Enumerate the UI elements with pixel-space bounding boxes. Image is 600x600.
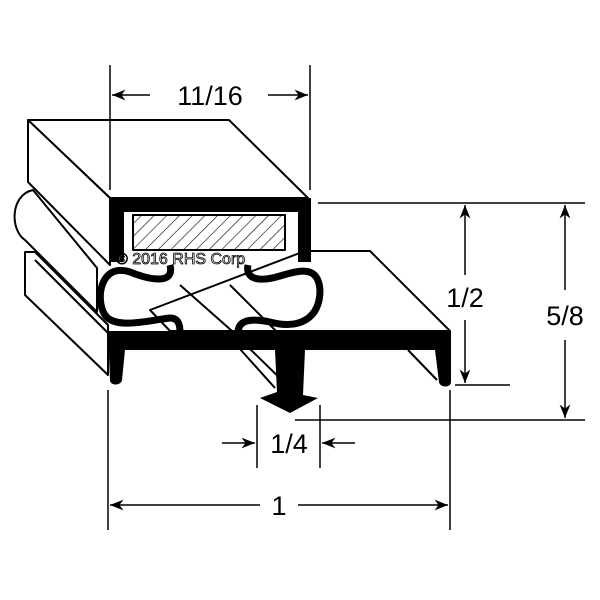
lower-left-block bbox=[24, 251, 109, 376]
left-bulb bbox=[13, 189, 98, 313]
gasket-drawing: © 2016 RHS Corp bbox=[13, 119, 451, 413]
dimension-lines bbox=[107, 65, 585, 530]
magnet-housing-side-face bbox=[27, 119, 111, 266]
copyright-text: © 2016 RHS Corp bbox=[116, 251, 245, 268]
dimension-label-overall-height: 5/8 bbox=[546, 301, 584, 331]
dimension-label-magnet-width: 11/16 bbox=[177, 81, 243, 111]
bellows bbox=[96, 264, 324, 334]
magnet bbox=[132, 214, 286, 251]
dimension-label-overall-width: 1 bbox=[271, 491, 286, 521]
magnet-housing bbox=[110, 198, 311, 262]
dimension-label-bulb-height: 1/2 bbox=[446, 283, 484, 313]
base-flange bbox=[108, 331, 451, 413]
dimension-label-dart-width: 1/4 bbox=[270, 429, 308, 459]
